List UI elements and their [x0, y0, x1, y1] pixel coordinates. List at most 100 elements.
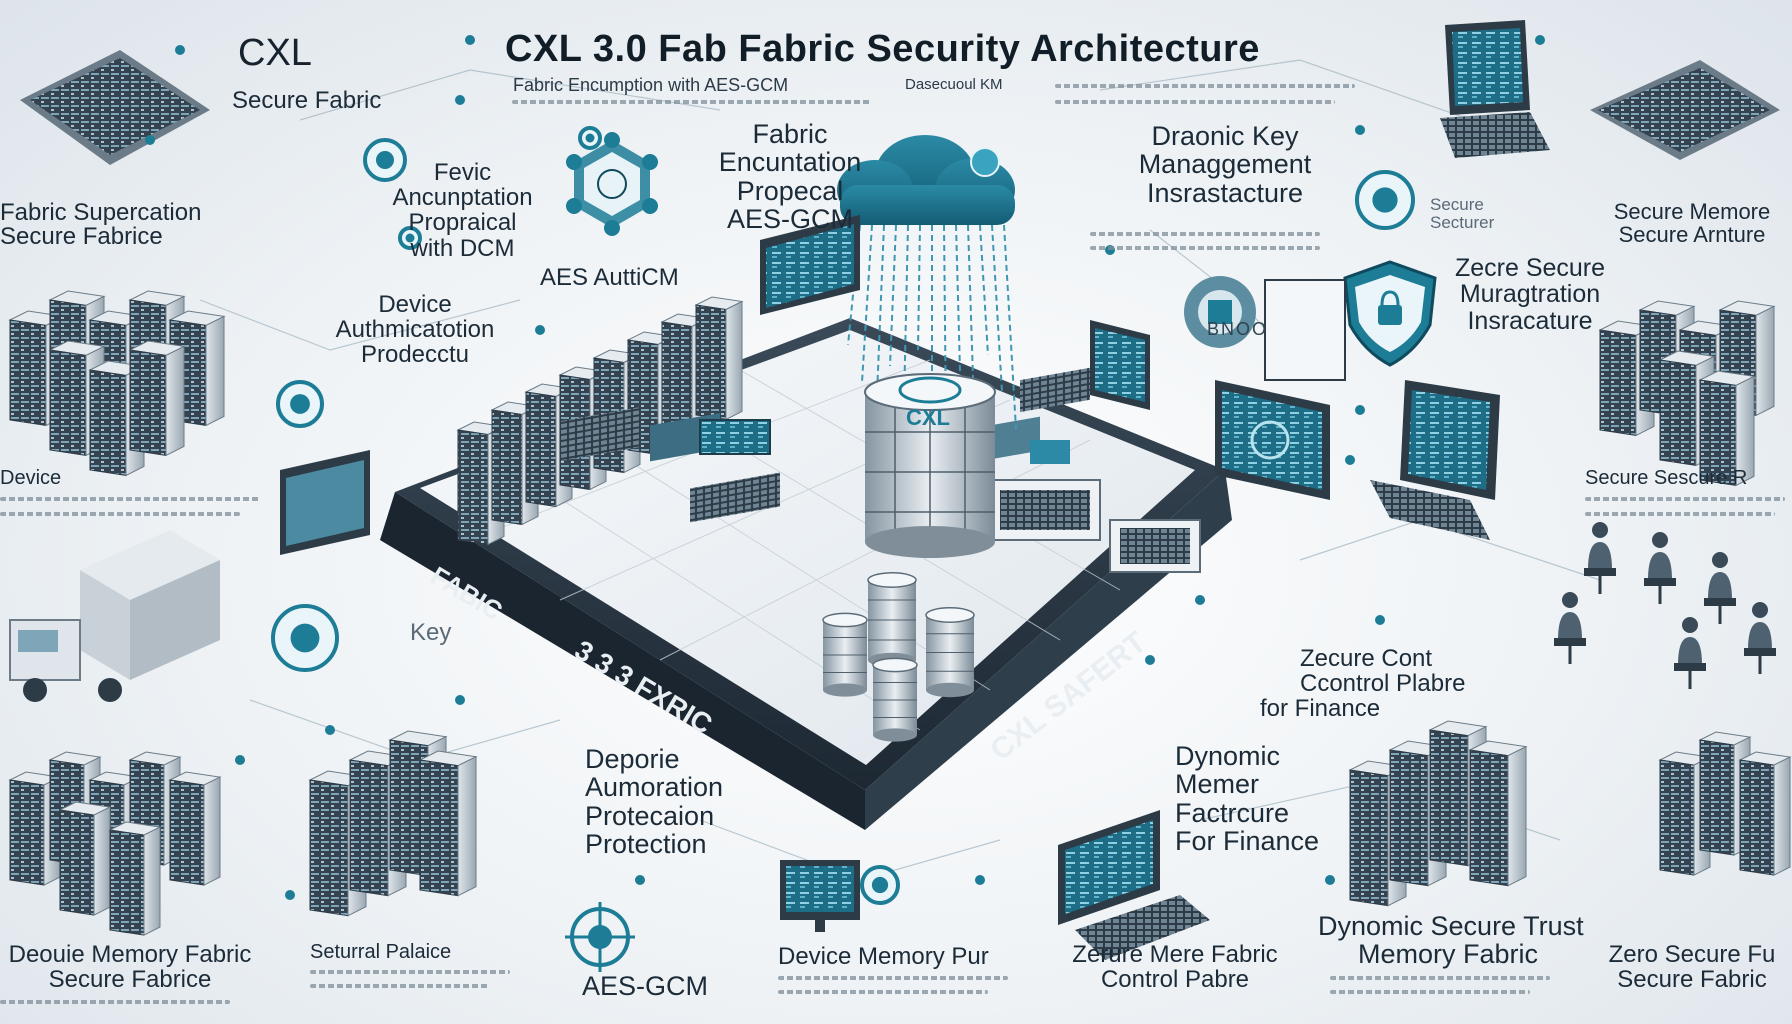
network-dot — [535, 325, 545, 335]
monitor-icon — [1090, 320, 1150, 410]
label-secure-fabrice: Secure Fabrice — [0, 223, 163, 250]
label-zecre-secure: Zecre Secure Muragtration Insracature — [1430, 255, 1630, 334]
network-dot — [465, 35, 475, 45]
label-zero-secure-line2: Secure Fabric — [1617, 966, 1767, 994]
label-dynamic-key-line2: Managgement — [1138, 149, 1312, 180]
monitor-icon — [760, 215, 860, 315]
network-dot — [1355, 405, 1365, 415]
label-zecure-control-line3: for Finance — [1260, 695, 1381, 723]
label-deporie-line4: Protection — [585, 829, 707, 860]
label-dynomic-line3: Factrcure — [1175, 797, 1290, 828]
label-zerure-fabric: Zerure Mere Fabric Control Pabre — [1055, 941, 1295, 993]
label-dynamic-key-line3: Insrastacture — [1146, 177, 1304, 208]
person-icon — [1744, 602, 1776, 674]
network-dot — [635, 875, 645, 885]
server-rack-icon — [168, 771, 222, 886]
label-dynamic-key: Draonic Key Managgement Insrastacture — [1120, 122, 1330, 207]
lock-badge-icon — [1355, 170, 1415, 230]
fine-print — [1090, 246, 1320, 250]
server-rack-icon — [128, 340, 186, 457]
label-secure-memory-line2: Secure Arnture — [1618, 222, 1766, 248]
subtitle-encryption: Fabric Encumption with AES-GCM — [513, 75, 789, 95]
storage-cylinder — [925, 607, 975, 698]
label-device-auth-line3: Prodecctu — [360, 341, 470, 369]
lock-badge-icon — [363, 138, 407, 182]
network-dot — [1325, 875, 1335, 885]
storage-cylinders — [822, 572, 975, 742]
network-dot — [455, 695, 465, 705]
person-icon — [1554, 592, 1586, 664]
server-rack-icon — [418, 750, 478, 897]
page-title: CXL 3.0 Fab Fabric Security Architecture — [505, 28, 1260, 70]
monitor-icon — [1058, 810, 1210, 960]
label-device-auth-line1: Device — [378, 291, 452, 318]
fine-print — [1055, 84, 1355, 88]
label-fevic: Fevic Ancunptation Propraical with DCM — [385, 160, 540, 261]
label-deporie-line3: Protecaion — [585, 800, 715, 831]
label-zecre-line1: Zecre Secure — [1454, 254, 1606, 282]
server-rack-icon — [58, 801, 112, 916]
person-icon — [1644, 532, 1676, 604]
label-dynomic: Dynomic Memer Factrcure For Finance — [1175, 742, 1319, 856]
network-dot — [1535, 35, 1545, 45]
label-fevic-line4: with DCM — [410, 234, 515, 262]
label-device-memory-pur: Device Memory Pur — [778, 943, 989, 970]
side-server-racks — [8, 290, 1792, 936]
lock-badge-icon — [578, 126, 602, 150]
shield-icon — [1343, 260, 1437, 367]
fine-print — [1585, 497, 1785, 501]
label-fabric-enc-line2: Encuntation — [718, 147, 862, 178]
fine-print — [0, 512, 240, 516]
label-dynomic-line2: Memer — [1175, 769, 1260, 800]
label-fevic-line1: Fevic — [433, 159, 492, 186]
label-secure-secure: Secure Sescure R — [1585, 467, 1748, 489]
fine-print — [310, 984, 490, 988]
network-dot — [175, 45, 185, 55]
lock-badge-icon — [398, 226, 422, 250]
truck-icon — [9, 530, 220, 702]
storage-cylinder — [822, 612, 868, 697]
person-icon — [1674, 617, 1706, 689]
person-icon — [1704, 552, 1736, 624]
laptop-icon — [1370, 380, 1500, 540]
network-dot — [235, 755, 245, 765]
label-zero-secure: Zero Secure Fu Secure Fabric — [1592, 942, 1792, 994]
network-dot — [325, 725, 335, 735]
network-dot — [455, 95, 465, 105]
network-dots — [145, 35, 1545, 900]
label-zecre-line3: Insracature — [1467, 306, 1593, 335]
network-dot — [1355, 125, 1365, 135]
label-fabric-supercation: Fabric Supercation — [0, 199, 202, 226]
lock-badge-icon — [860, 865, 900, 905]
label-zerure-line1: Zerure Mere Fabric — [1072, 941, 1278, 968]
fine-print — [0, 497, 260, 501]
label-seturral: Seturral Palaice — [310, 941, 452, 963]
label-secure-right-line1: Secure — [1430, 195, 1484, 214]
network-dot — [1345, 455, 1355, 465]
label-deouie-memory: Deouie Memory Fabric Secure Fabrice — [0, 942, 260, 993]
label-deporie-line1: Deporie — [585, 744, 680, 774]
globe-icon — [565, 902, 635, 972]
cylinder-logo: CXL — [906, 405, 950, 430]
monitor-icon — [1215, 380, 1330, 500]
fine-print — [512, 100, 872, 104]
label-secure-memory-line1: Secure Memore — [1613, 199, 1771, 224]
label-dynomic-trust-line1: Dynomic Secure Trust — [1318, 911, 1584, 941]
cloud-icon — [837, 135, 1015, 225]
fine-print — [778, 990, 988, 994]
storage-cylinder — [872, 657, 918, 742]
label-fevic-line3: Propraical — [408, 209, 517, 237]
label-aes-gcm: AES-GCM — [582, 971, 709, 1001]
label-dynomic-trust: Dynomic Secure Trust Memory Fabric — [1318, 911, 1584, 970]
monitor-icon — [780, 860, 860, 932]
label-secure-right: Secure Secturer — [1430, 196, 1494, 232]
network-dot — [975, 875, 985, 885]
fine-print — [1055, 100, 1335, 104]
label-secure-fabric: Secure Fabric — [232, 87, 382, 114]
lock-badge-icon — [276, 380, 324, 428]
badge-icons — [271, 126, 1415, 905]
label-dynomic-trust-line2: Memory Fabric — [1357, 939, 1539, 970]
padlock-icon — [1184, 276, 1346, 381]
cxl-heading: CXL — [238, 32, 312, 74]
